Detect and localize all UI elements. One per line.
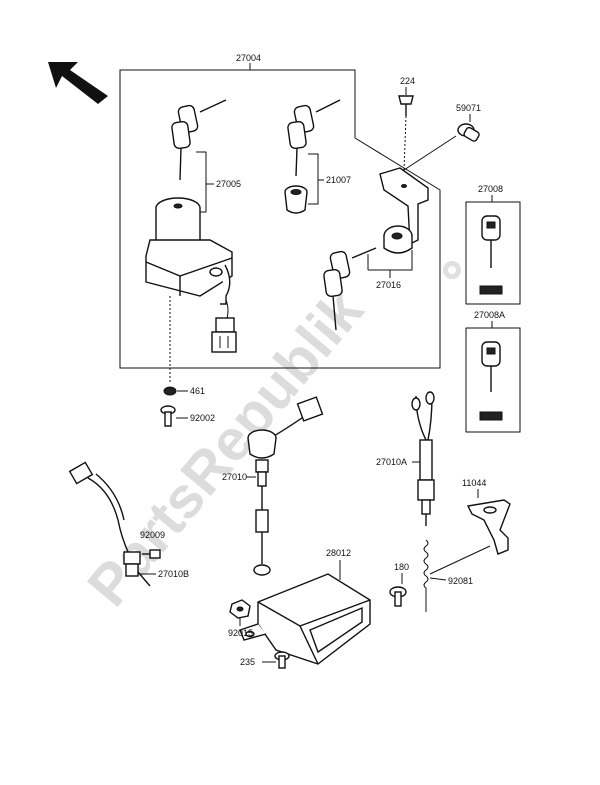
key-box-27008 [465, 201, 521, 305]
screw-235 [274, 651, 290, 669]
key-tag-27008 [479, 285, 503, 295]
bracket-11044 [466, 499, 511, 555]
part-label-11044: 11044 [462, 478, 486, 488]
key-box-27008A [465, 327, 521, 433]
part-label-92015: 92015 [228, 628, 253, 638]
part-label-92081: 92081 [448, 576, 473, 586]
key-set-27005 [171, 99, 227, 181]
part-label-21007: 21007 [326, 175, 351, 185]
part-label-180: 180 [394, 562, 409, 572]
lock-cylinder [284, 185, 308, 214]
lock-bracket [379, 167, 429, 254]
switch-27010 [247, 396, 324, 576]
key-tag-27008A [479, 411, 503, 421]
fastener-59071 [457, 123, 480, 142]
front-direction-arrow-icon [48, 62, 108, 104]
part-label-27010A: 27010A [376, 457, 407, 467]
part-label-92002: 92002 [190, 413, 215, 423]
spring-92081 [423, 539, 429, 612]
part-label-27008: 27008 [478, 184, 503, 194]
switch-27010B [68, 461, 151, 587]
washer-461 [163, 386, 177, 396]
screw-180 [389, 586, 407, 607]
ignition-switch-body [145, 197, 233, 305]
nut-92015 [229, 599, 251, 619]
key-set-27016 [323, 247, 377, 331]
gear-logo-icon [443, 261, 461, 279]
switch-connector [211, 299, 237, 353]
switch-27010A [411, 391, 435, 526]
part-label-235: 235 [240, 657, 255, 667]
part-label-461: 461 [190, 386, 205, 396]
part-label-28012: 28012 [326, 548, 351, 558]
part-label-27005: 27005 [216, 179, 241, 189]
blank-key-27008A [481, 341, 501, 392]
blank-key-27008 [481, 215, 501, 268]
screw-92002 [160, 405, 176, 427]
part-label-224: 224 [400, 76, 415, 86]
part-label-27004: 27004 [236, 53, 261, 63]
housing-28012 [239, 573, 371, 665]
part-label-27010: 27010 [222, 472, 247, 482]
part-label-59071: 59071 [456, 103, 481, 113]
key-set-21007 [287, 99, 341, 177]
screw-224 [398, 95, 414, 116]
part-label-92009: 92009 [140, 530, 165, 540]
part-label-27008A: 27008A [474, 310, 505, 320]
screw-92009 [142, 549, 161, 559]
kit-27004-frame [119, 69, 441, 369]
part-label-27010B: 27010B [158, 569, 189, 579]
part-label-27016: 27016 [376, 280, 401, 290]
